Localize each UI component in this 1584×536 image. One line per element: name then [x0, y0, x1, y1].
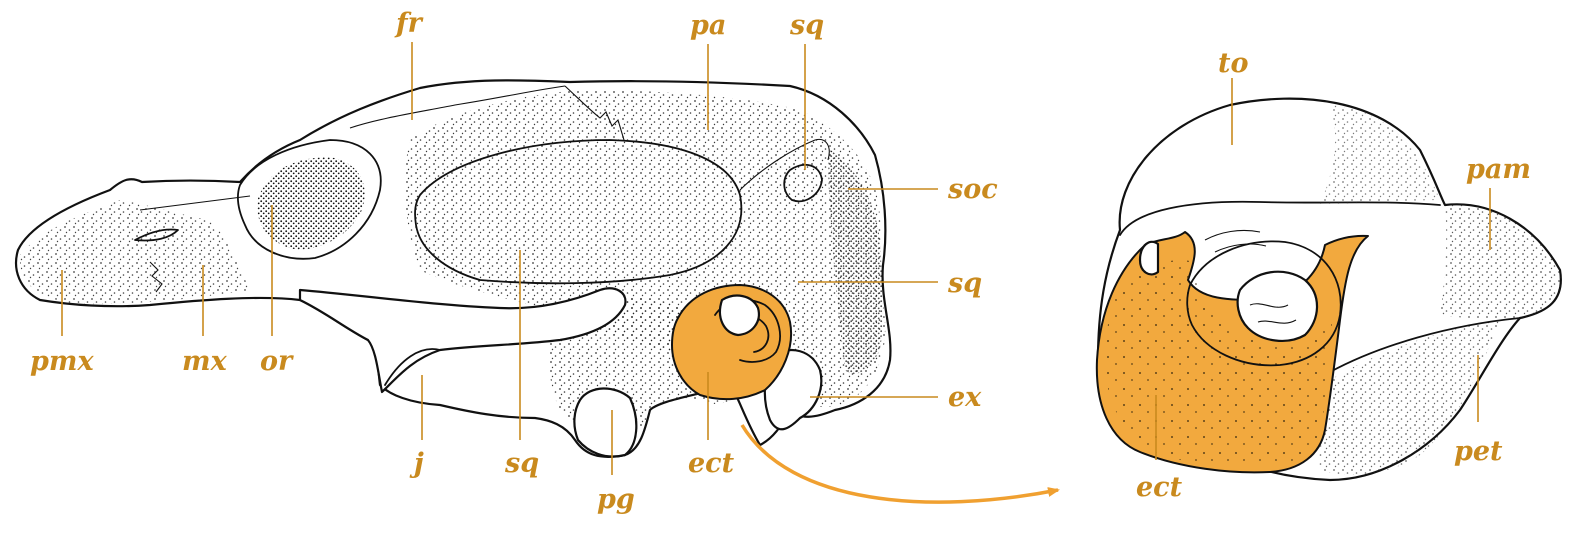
label-pmx: pmx — [30, 346, 94, 377]
label-soc: soc — [947, 174, 998, 205]
label-ect-skull: ect — [688, 448, 735, 479]
label-sq-bottom: sq — [504, 448, 539, 479]
label-fr: fr — [394, 8, 424, 39]
label-ect-bulla: ect — [1136, 472, 1183, 503]
skull-lateral-view — [16, 80, 890, 457]
label-pam: pam — [1466, 154, 1531, 185]
auditory-meatus — [720, 296, 759, 335]
label-pa: pa — [690, 10, 726, 41]
label-mx: mx — [182, 346, 228, 377]
label-pg: pg — [597, 484, 635, 515]
label-sq-top: sq — [789, 10, 824, 41]
bulla-tab — [1140, 242, 1158, 274]
tympanic-membrane — [1238, 272, 1317, 341]
postglenoid-process — [574, 388, 636, 456]
mastoid-region — [1440, 204, 1561, 318]
label-pet: pet — [1454, 436, 1503, 467]
label-or: or — [260, 346, 294, 377]
label-ex: ex — [948, 382, 982, 413]
magnify-arrow — [742, 425, 1058, 502]
label-j: j — [409, 448, 424, 479]
label-to: to — [1218, 48, 1248, 79]
label-sq-right: sq — [947, 268, 982, 299]
